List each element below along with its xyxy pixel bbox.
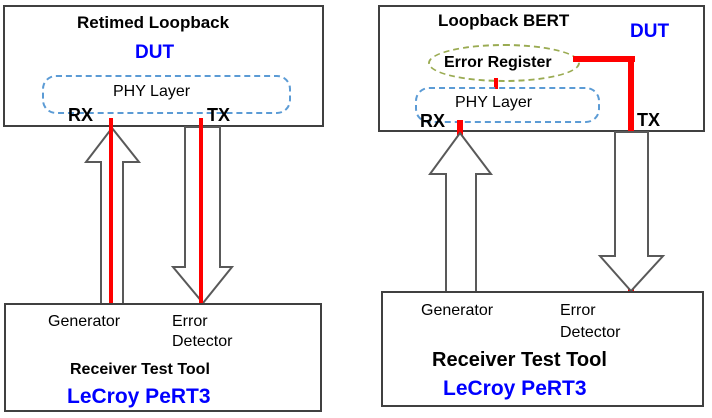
left-error-detector-label-line2: Detector — [172, 333, 233, 350]
left-brand-label: LeCroy PeRT3 — [67, 385, 211, 408]
left-tx-label: TX — [207, 105, 231, 125]
right-dut-label: DUT — [630, 21, 670, 42]
right-tool-name-label: Receiver Test Tool — [432, 349, 607, 371]
right-error-detector-label-line1: Error — [560, 302, 596, 319]
right-receiver-test-tool-box — [381, 291, 704, 407]
right-rx-label: RX — [420, 111, 446, 131]
right-dut-title: Loopback BERT — [438, 11, 570, 30]
left-receiver-test-tool-box — [4, 303, 322, 412]
left-phy-layer-label: PHY Layer — [113, 83, 191, 100]
right-error-register-red-stub — [494, 78, 498, 89]
left-rx-up-arrow — [83, 126, 142, 306]
right-error-register-ellipse — [428, 44, 580, 82]
right-brand-label: LeCroy PeRT3 — [443, 377, 587, 400]
right-phy-layer-label: PHY Layer — [455, 94, 533, 111]
right-error-register-label: Error Register — [444, 54, 552, 71]
right-error-detector-label-line2: Detector — [560, 324, 621, 341]
right-tx-label: TX — [637, 110, 661, 130]
left-rx-label: RX — [68, 105, 94, 125]
left-dut-title: Retimed Loopback — [77, 13, 230, 32]
right-phy-layer-region — [415, 87, 600, 123]
left-dut-label: DUT — [135, 42, 175, 63]
left-tx-red-signal-line — [199, 118, 203, 306]
right-rx-up-arrow — [428, 131, 494, 293]
right-generator-label: Generator — [421, 302, 494, 319]
left-tx-down-arrow — [170, 126, 235, 305]
left-tool-name-label: Receiver Test Tool — [70, 361, 210, 378]
left-dut-box — [3, 5, 324, 127]
right-tx-down-arrow — [597, 131, 666, 293]
left-rx-red-signal-line — [109, 118, 113, 306]
left-phy-layer-region — [42, 75, 291, 114]
left-generator-label: Generator — [48, 313, 121, 330]
left-error-detector-label-line1: Error — [172, 313, 208, 330]
right-loopback-red-horizontal — [573, 56, 635, 62]
